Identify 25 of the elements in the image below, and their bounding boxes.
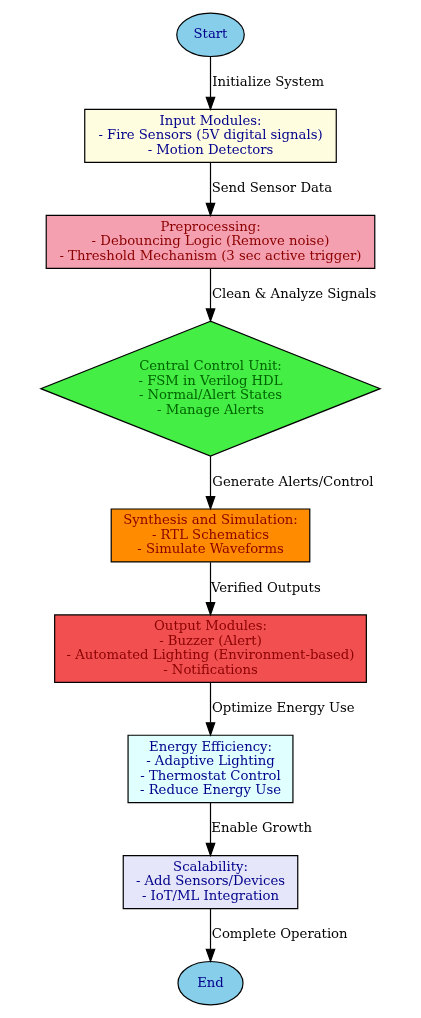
arrow [205,681,216,737]
arrow [205,56,216,112]
edge-label: Clean & Analyze Signals [211,286,377,302]
node-diamond: Central Control Unit: - FSM in Verilog HDL - Normal/Alert States - Manage Alerts [39,320,382,457]
edge-label: Complete Operation [211,926,348,942]
node-ellipse: Start [176,12,245,58]
node-box: Input Modules: - Fire Sensors (5V digital signals) - Motion Detectors [84,108,337,163]
edge-label: Send Sensor Data [211,180,333,196]
edge-label: Optimize Energy Use [211,700,355,716]
node-ellipse: End [177,960,244,1006]
edge-label: Generate Alerts/Control [212,473,374,489]
edge-label: Initialize System [212,74,325,90]
node-box: Synthesis and Simulation: - RTL Schematics - Simulate Waveforms [110,508,311,563]
node-box: Preprocessing: - Debouncing Logic (Remove noise) - Threshold Mechanism (3 sec active trigger) [45,214,376,269]
arrow [205,802,216,858]
arrow [205,561,216,617]
arrow [205,267,216,323]
arrow [205,908,216,964]
node-box: Scalability: - Add Sensors/Devices - IoT/ML Integration [122,855,299,910]
arrow [205,455,216,511]
node-box: Output Modules: - Buzzer (Alert) - Automated Lighting (Environment-based) - Notifications [54,614,367,683]
edge-label: Enable Growth [211,820,313,836]
edge-label: Verified Outputs [210,579,321,595]
node-box: Energy Efficiency: - Adaptive Lighting - Thermostat Control - Reduce Energy Use [127,734,294,804]
arrow [205,162,216,218]
